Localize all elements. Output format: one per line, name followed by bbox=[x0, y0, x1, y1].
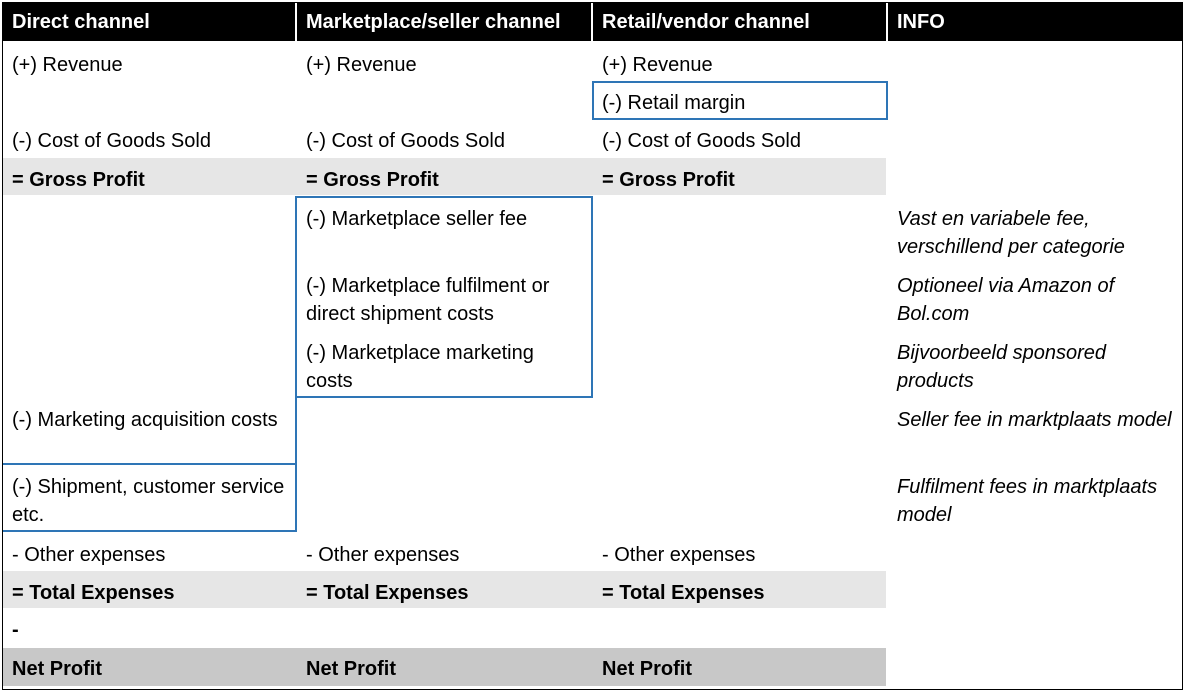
net-profit-row-bg bbox=[3, 648, 886, 686]
direct-dash: - bbox=[12, 619, 19, 641]
info-marketing-acquisition: Seller fee in marktplaats model bbox=[897, 409, 1172, 431]
retail-net-profit: Net Profit bbox=[602, 658, 692, 680]
header-separator bbox=[591, 3, 593, 41]
marketplace-fulfilment: (-) Marketplace fulfilment or direct shi… bbox=[306, 275, 550, 325]
header-info: INFO bbox=[897, 11, 945, 33]
direct-block-border-bottom bbox=[3, 530, 297, 532]
marketplace-net-profit: Net Profit bbox=[306, 658, 396, 680]
retail-revenue: (+) Revenue bbox=[602, 54, 713, 76]
retail-gross-profit: = Gross Profit bbox=[602, 169, 735, 191]
header-marketplace-channel: Marketplace/seller channel bbox=[306, 11, 561, 33]
direct-shipment: (-) Shipment, customer service etc. bbox=[12, 476, 285, 526]
info-seller-fee: Vast en variabele fee, verschillend per … bbox=[897, 208, 1125, 258]
marketplace-gross-profit: = Gross Profit bbox=[306, 169, 439, 191]
info-fulfilment: Optioneel via Amazon of Bol.com bbox=[897, 275, 1115, 325]
direct-gross-profit: = Gross Profit bbox=[12, 169, 145, 191]
gross-profit-row-bg bbox=[3, 158, 886, 195]
header-separator bbox=[886, 3, 888, 41]
marketplace-revenue: (+) Revenue bbox=[306, 54, 417, 76]
header-direct-channel: Direct channel bbox=[12, 11, 150, 33]
marketplace-cogs: (-) Cost of Goods Sold bbox=[306, 130, 505, 152]
marketplace-block-border-top bbox=[295, 196, 593, 198]
retail-other-expenses: - Other expenses bbox=[602, 544, 756, 566]
direct-other-expenses: - Other expenses bbox=[12, 544, 166, 566]
marketplace-total-expenses: = Total Expenses bbox=[306, 582, 469, 604]
info-shipment: Fulfilment fees in marktplaats model bbox=[897, 476, 1158, 526]
marketplace-marketing: (-) Marketplace marketing costs bbox=[306, 342, 534, 392]
marketplace-other-expenses: - Other expenses bbox=[306, 544, 460, 566]
direct-marketing-acquisition: (-) Marketing acquisition costs bbox=[12, 409, 278, 431]
info-marketing: Bijvoorbeeld sponsored products bbox=[897, 342, 1107, 392]
retail-total-expenses: = Total Expenses bbox=[602, 582, 765, 604]
header-retail-channel: Retail/vendor channel bbox=[602, 11, 810, 33]
retail-cogs: (-) Cost of Goods Sold bbox=[602, 130, 801, 152]
marketplace-block-border-bottom bbox=[295, 396, 593, 398]
marketplace-block-border-left bbox=[295, 196, 297, 398]
direct-total-expenses: = Total Expenses bbox=[12, 582, 175, 604]
direct-revenue: (+) Revenue bbox=[12, 54, 123, 76]
total-expenses-row-bg bbox=[3, 571, 886, 608]
retail-margin-highlight bbox=[592, 81, 888, 120]
header-separator bbox=[295, 3, 297, 41]
direct-cogs: (-) Cost of Goods Sold bbox=[12, 130, 211, 152]
direct-net-profit: Net Profit bbox=[12, 658, 102, 680]
marketplace-seller-fee: (-) Marketplace seller fee bbox=[306, 208, 528, 230]
direct-block-divider bbox=[3, 463, 297, 465]
retail-margin: (-) Retail margin bbox=[602, 92, 746, 114]
marketplace-block-border-right bbox=[591, 196, 593, 398]
